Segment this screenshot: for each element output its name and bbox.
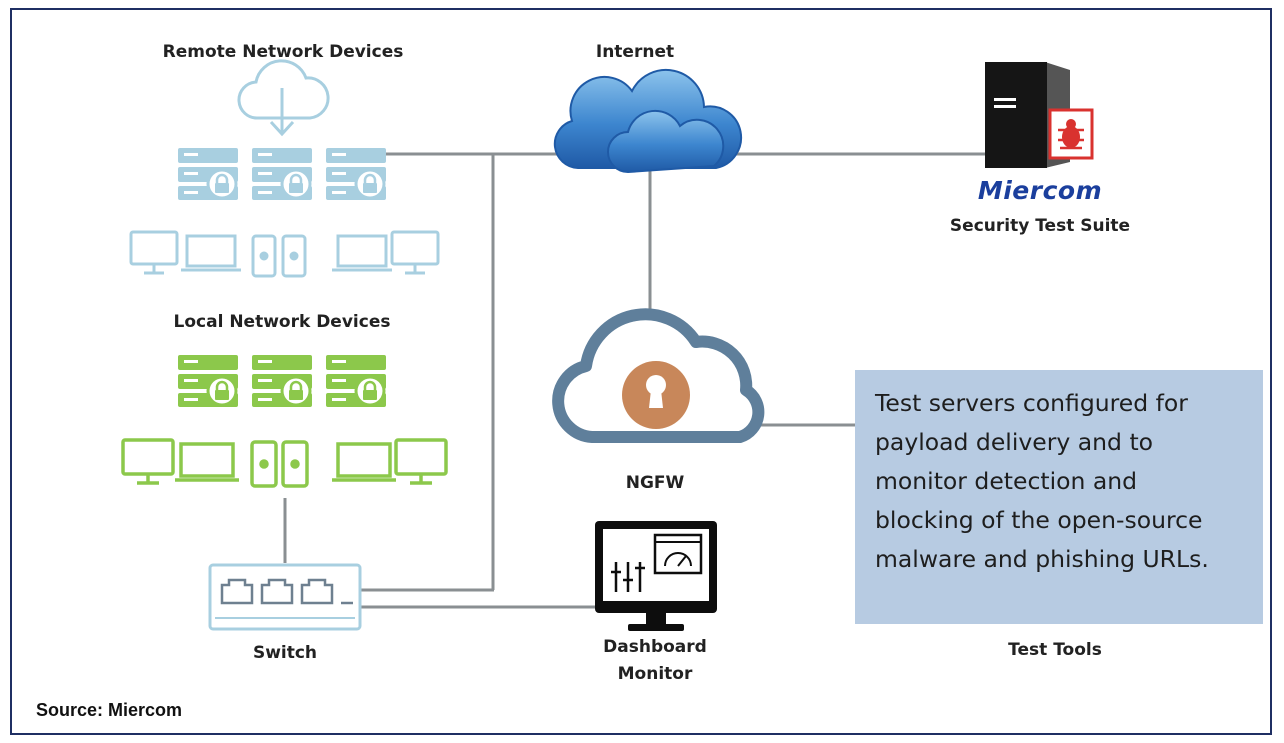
monitor-icon: [394, 438, 448, 485]
gauge-icon: [653, 533, 703, 575]
server-lock-icon: [324, 146, 388, 202]
monitor-icon: [390, 230, 440, 275]
phone-icon: [281, 440, 309, 488]
bug-icon: [1048, 108, 1094, 160]
dashboard-label-line1: Dashboard: [603, 637, 707, 657]
internet-cloud-icon: [553, 68, 743, 174]
monitor-icon: [121, 438, 175, 485]
switch-icon: [208, 563, 362, 631]
server-lock-icon: [176, 353, 240, 409]
callout-line: payload delivery and to: [875, 428, 1154, 456]
test-servers-callout: Test servers configured for payload deli…: [855, 370, 1263, 624]
phone-icon: [250, 440, 278, 488]
source-caption: Source: Miercom: [36, 700, 183, 720]
remote-devices-label: Remote Network Devices: [162, 42, 404, 62]
sliders-icon: [611, 562, 645, 592]
local-devices-label: Local Network Devices: [173, 312, 391, 332]
laptop-icon: [332, 442, 396, 482]
server-lock-icon: [324, 353, 388, 409]
keyhole-lock-icon: [622, 361, 690, 429]
monitor-icon: [129, 230, 179, 275]
local-endpoints: [121, 438, 448, 488]
server-lock-icon: [250, 353, 314, 409]
server-lock-icon: [176, 146, 240, 202]
laptop-icon: [175, 442, 239, 482]
switch-label: Switch: [252, 643, 318, 663]
callout-line: blocking of the open-source: [875, 506, 1203, 534]
ngfw-label: NGFW: [625, 473, 685, 493]
dashboard-monitor-icon: [595, 521, 717, 631]
callout-line: Test servers configured for: [875, 389, 1188, 417]
test-tools-label: Test Tools: [1008, 640, 1102, 660]
cloud-download-icon: [237, 59, 330, 137]
laptop-icon: [181, 234, 241, 272]
callout-line: malware and phishing URLs.: [875, 545, 1209, 573]
dashboard-label-line2: Monitor: [617, 664, 693, 684]
server-lock-icon: [250, 146, 314, 202]
remote-endpoints: [129, 230, 440, 278]
internet-label: Internet: [595, 42, 675, 62]
laptop-icon: [332, 234, 392, 272]
miercom-brand-logo: Miercom: [977, 176, 1103, 205]
connector-lines: [283, 152, 985, 609]
phone-icon: [251, 234, 277, 278]
phone-icon: [281, 234, 307, 278]
callout-line: monitor detection and: [875, 467, 1138, 495]
security-suite-label: Security Test Suite: [949, 216, 1131, 236]
